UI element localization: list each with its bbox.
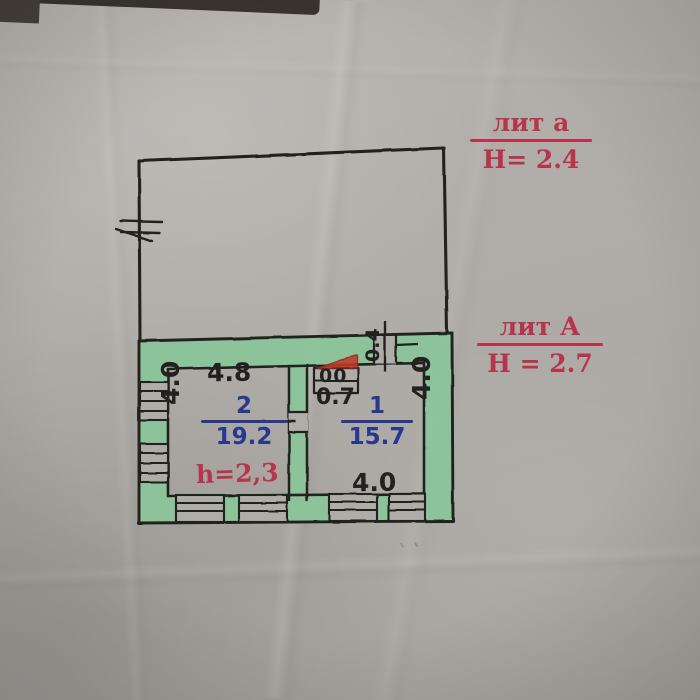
stray-pencil-marks bbox=[400, 542, 418, 548]
bottom-wall-window-2 bbox=[237, 493, 289, 524]
bottom-wall-window-1 bbox=[174, 493, 226, 524]
lit-A-height: H = 2.7 bbox=[487, 349, 593, 378]
dimension-room1-height: 4.0 bbox=[407, 355, 436, 400]
room-2-fraction-bar bbox=[201, 420, 287, 423]
room-1-area: 15.7 bbox=[348, 423, 406, 450]
room-00-number: 00 bbox=[319, 365, 348, 387]
room-1-fraction-bar bbox=[341, 420, 413, 423]
stair-triangle-icon bbox=[315, 354, 358, 369]
lit-a-underline bbox=[470, 139, 592, 142]
dimension-room2-width: 4.8 bbox=[206, 357, 252, 388]
room-00-area: 0.7 bbox=[316, 385, 355, 410]
lit-a-height: H= 2.4 bbox=[482, 145, 580, 174]
left-wall-window-lower bbox=[138, 442, 170, 484]
bottom-wall-window-4 bbox=[387, 492, 427, 523]
lit-a-outline bbox=[137, 146, 449, 343]
room-2-label: 2 19.2 bbox=[201, 393, 287, 450]
dimension-vestibule-width: 0.4 bbox=[362, 328, 384, 362]
lit-A-underline bbox=[477, 343, 603, 346]
room-2-number: 2 bbox=[235, 393, 252, 419]
room-1-number: 1 bbox=[368, 393, 385, 419]
lit-A-title: лит А bbox=[499, 312, 581, 341]
bottom-wall-window-3 bbox=[327, 492, 379, 523]
room-2-area: 19.2 bbox=[215, 423, 273, 450]
lit-A-annotation: лит А H = 2.7 bbox=[477, 312, 603, 378]
lit-a-title: лит а bbox=[492, 108, 570, 137]
top-wall-door-right bbox=[372, 321, 419, 372]
lit-a-annotation: лит а H= 2.4 bbox=[470, 108, 592, 174]
lit-a-left-wall-door bbox=[114, 219, 164, 243]
room-2-ceiling-height: h=2,3 bbox=[195, 457, 279, 490]
left-wall-window-upper bbox=[138, 380, 170, 422]
dimension-room1-width: 4.0 bbox=[351, 467, 397, 498]
room-1-label: 1 15.7 bbox=[341, 393, 413, 450]
dimension-room2-height: 4.0 bbox=[156, 360, 185, 405]
